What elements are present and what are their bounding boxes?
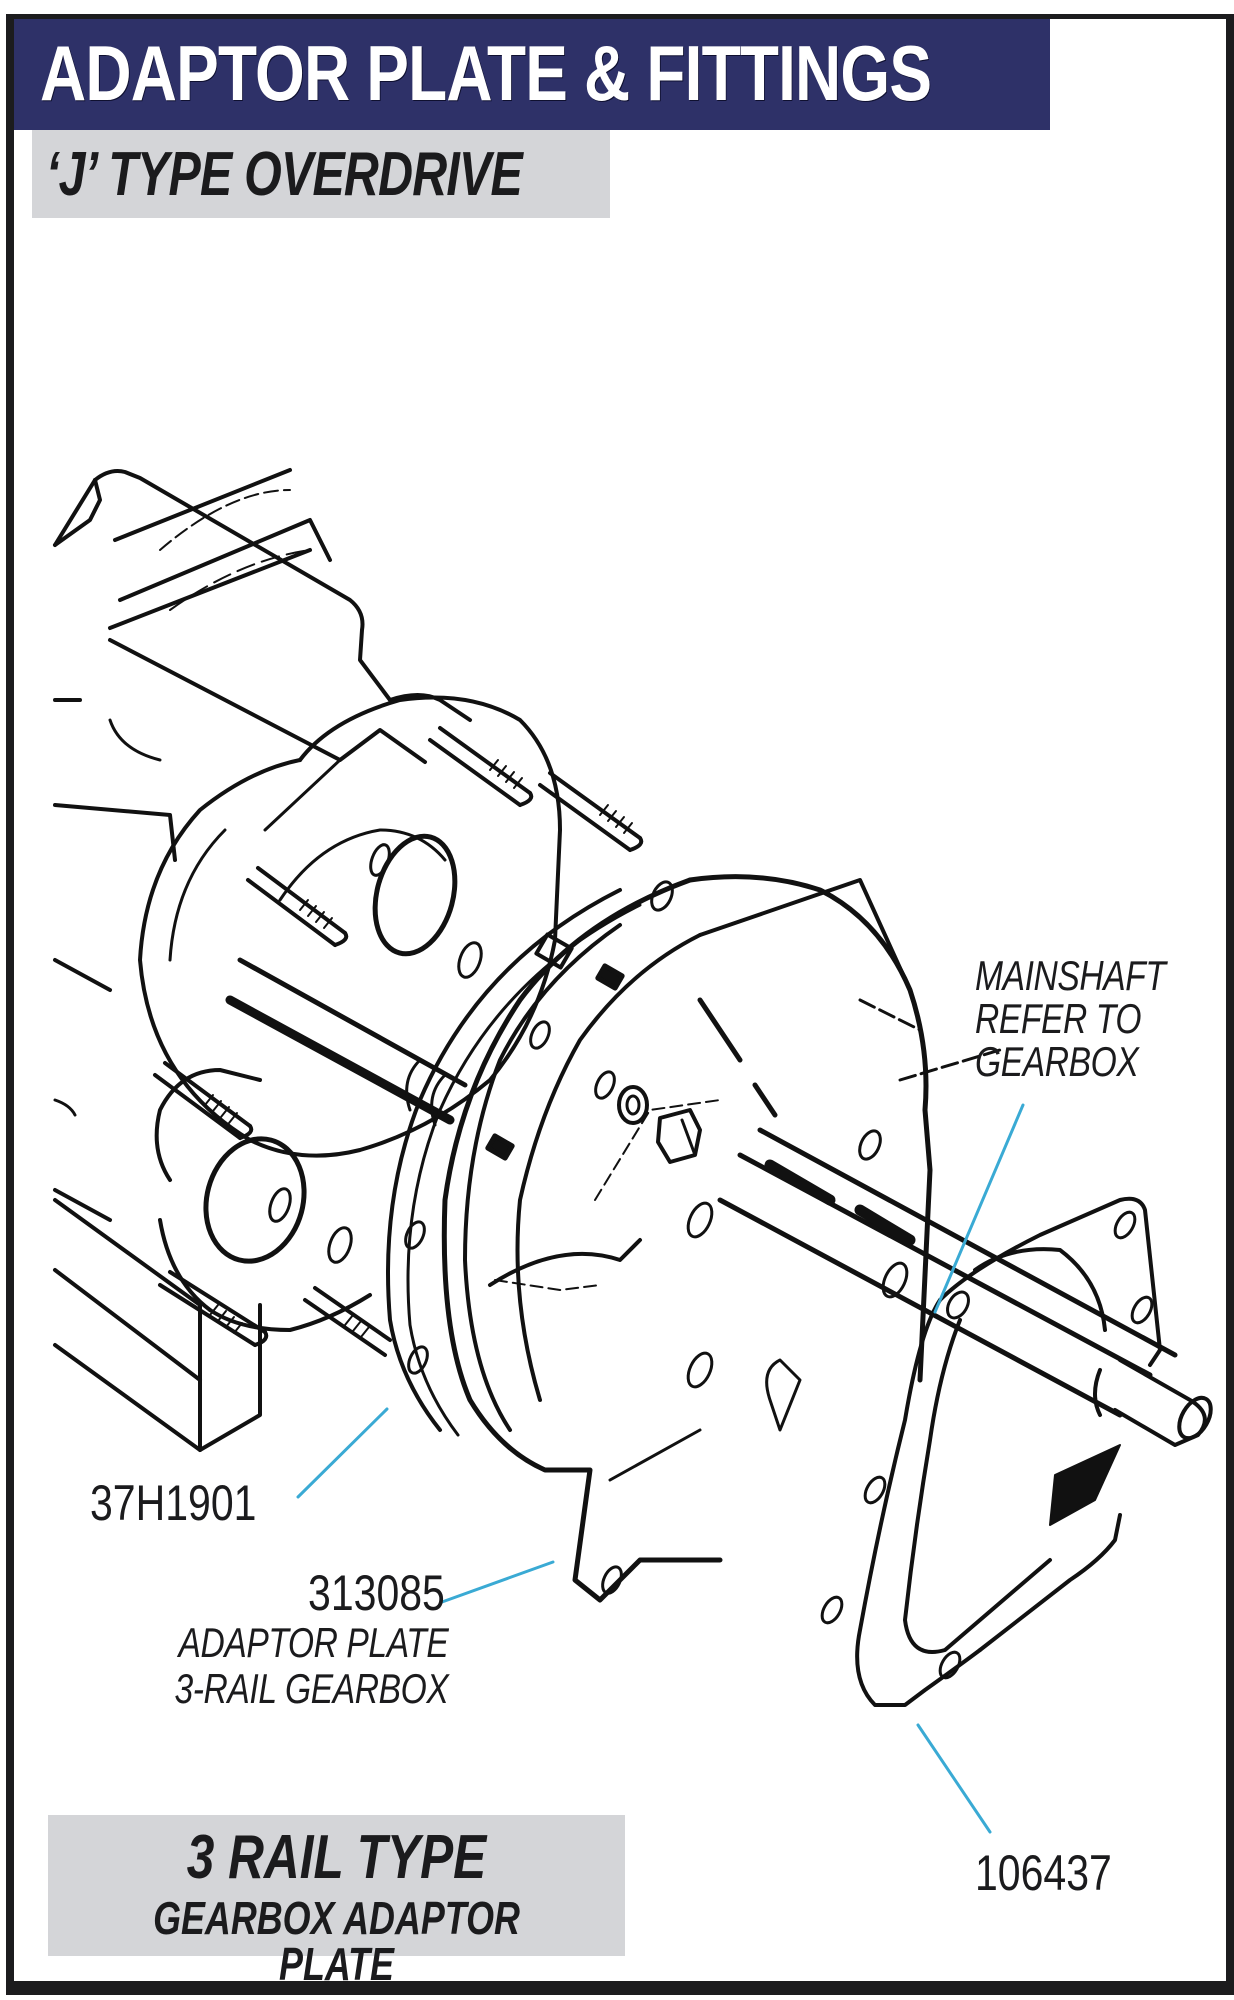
title-banner: ADAPTOR PLATE & FITTINGS	[14, 19, 1050, 130]
mainshaft-label-line3: GEARBOX	[975, 1038, 1139, 1085]
page-title: ADAPTOR PLATE & FITTINGS	[40, 29, 932, 117]
part-number-313085: 313085	[308, 1565, 445, 1621]
part-number-106437: 106437	[975, 1845, 1112, 1901]
part-description-313085-line1: ADAPTOR PLATE	[178, 1619, 448, 1666]
gearbox-type-title: 3 RAIL TYPE	[186, 1823, 487, 1892]
subtitle-banner: ‘J’ TYPE OVERDRIVE	[32, 130, 610, 218]
gearbox-type-subtitle: GEARBOX ADAPTOR PLATE	[153, 1892, 520, 1990]
page-subtitle: ‘J’ TYPE OVERDRIVE	[46, 140, 523, 209]
mainshaft-label-line1: MAINSHAFT	[975, 952, 1166, 999]
part-description-313085-line2: 3-RAIL GEARBOX	[174, 1665, 448, 1712]
gearbox-type-banner: 3 RAIL TYPE GEARBOX ADAPTOR PLATE	[48, 1815, 625, 1987]
part-number-37H1901: 37H1901	[90, 1475, 257, 1531]
mainshaft-label-line2: REFER TO	[975, 995, 1142, 1042]
